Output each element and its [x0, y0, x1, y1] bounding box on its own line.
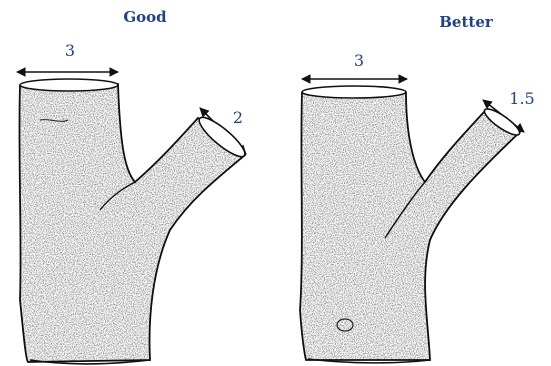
panel-good: Good 3 2: [17, 8, 249, 364]
trunk-cut-top-better: [302, 86, 406, 98]
trunk-diameter-label-good: 3: [65, 41, 75, 60]
branch-diameter-label-better: 1.5: [509, 89, 534, 108]
panel-title-good: Good: [123, 8, 167, 26]
bark-texture-better: [300, 93, 520, 360]
panel-title-better: Better: [439, 13, 494, 31]
tree-fork-better: [300, 86, 523, 363]
panel-better: Better 3 1.5: [300, 13, 535, 363]
trunk-diameter-label-better: 3: [354, 51, 364, 70]
branch-diameter-label-good: 2: [233, 108, 243, 127]
trunk-cut-top-good: [20, 79, 118, 91]
tree-fork-good: [19, 79, 249, 364]
